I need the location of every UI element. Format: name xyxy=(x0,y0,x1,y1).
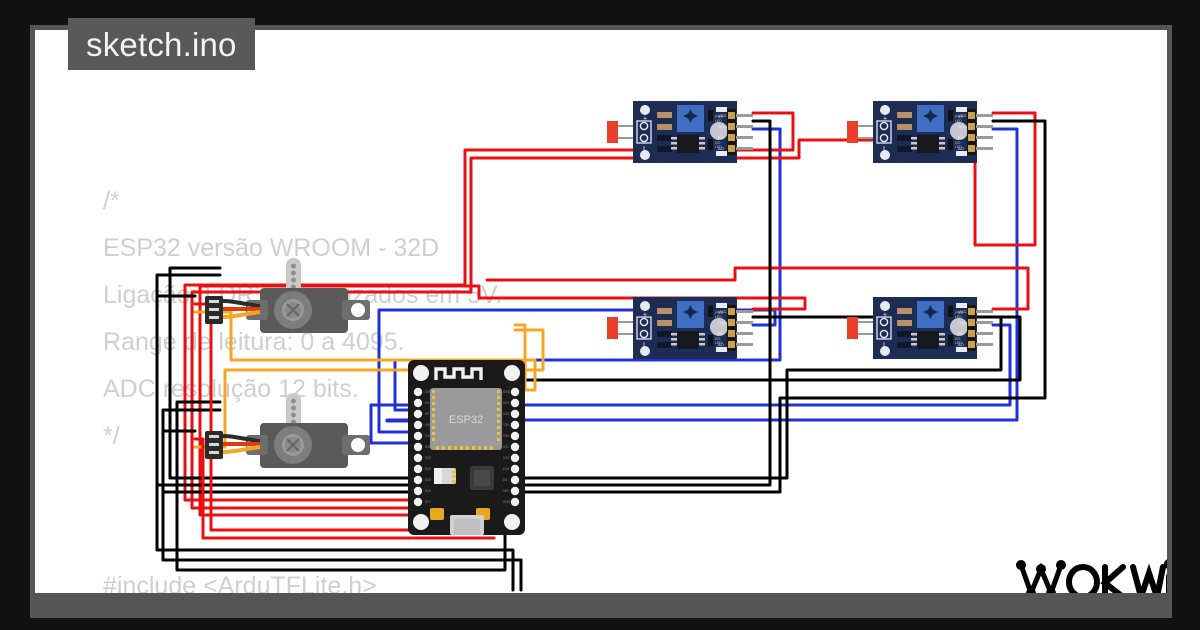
circuit-diagram: + I xyxy=(155,99,1047,592)
wokwi-logo xyxy=(1013,553,1167,593)
wire-servo1-gnd xyxy=(155,294,515,592)
wire-ao-sensor1 xyxy=(393,127,782,412)
wire-ao-sensor4 xyxy=(369,323,1012,445)
wire-servo2-power xyxy=(193,437,496,540)
wire-ao-sensor2 xyxy=(385,127,1019,423)
diagram-canvas[interactable]: /* ESP32 versão WROOM - 32D Ligação: LDR… xyxy=(35,30,1167,593)
file-tab-label: sketch.ino xyxy=(86,25,237,63)
wire-vcc-sensor2 xyxy=(190,111,1037,532)
esp32-devkit-board[interactable] xyxy=(406,358,527,537)
wire-vcc-sensor4 xyxy=(485,266,1030,311)
wire-servo1-signal xyxy=(193,310,537,392)
ldr-module-4[interactable] xyxy=(845,295,995,361)
wire-gnd-sensor2 xyxy=(161,119,1047,494)
ldr-module-2[interactable] xyxy=(845,99,995,165)
canvas-bottom-band xyxy=(30,593,1172,614)
file-tab-sketch-ino[interactable]: sketch.ino xyxy=(68,18,255,70)
servo-2[interactable] xyxy=(203,391,372,470)
wire-gnd-sensor3 xyxy=(168,266,1003,480)
wire-servo2-gnd xyxy=(161,429,523,592)
ldr-module-3[interactable] xyxy=(605,295,755,361)
wire-servo1-power xyxy=(193,302,489,532)
wire-layer xyxy=(155,111,1047,592)
component-layer xyxy=(203,99,995,537)
ldr-module-1[interactable] xyxy=(605,99,755,165)
